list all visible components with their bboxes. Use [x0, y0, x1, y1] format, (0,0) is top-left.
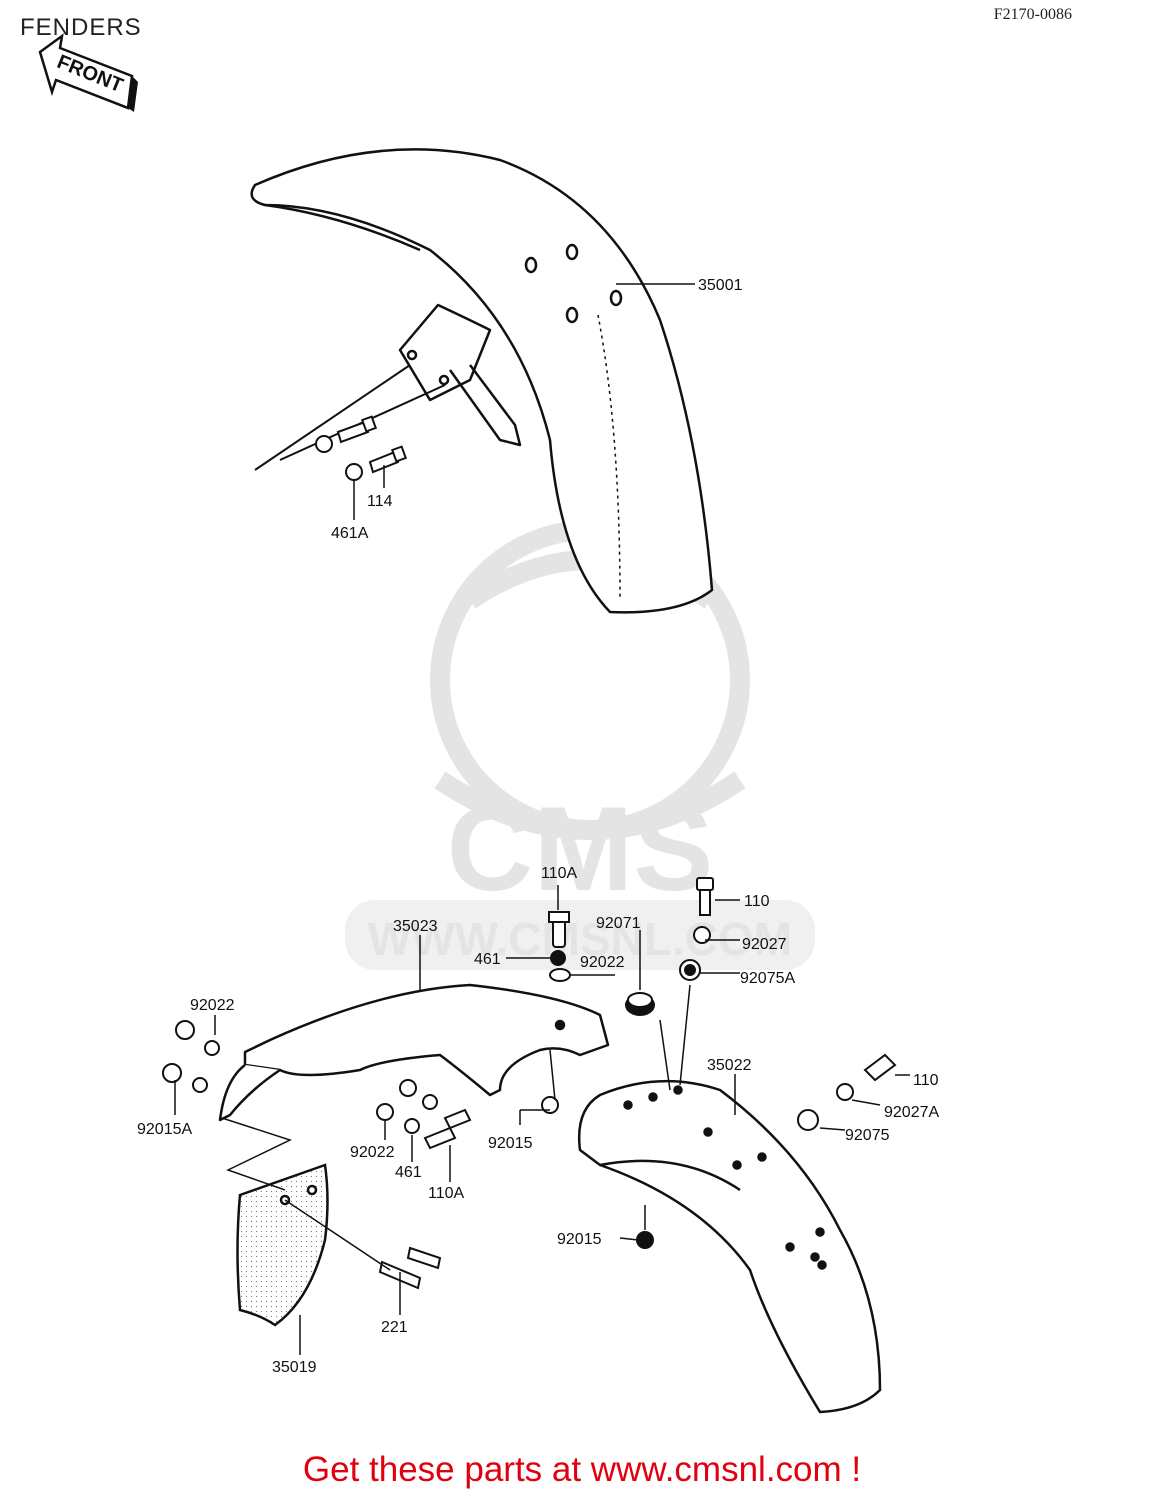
leader-lines	[174, 283, 910, 1355]
callout-110a-bottom: 110A	[428, 1185, 465, 1202]
callout-92015-center: 92015	[488, 1135, 533, 1152]
fender-hardware	[162, 877, 897, 1290]
callout-110-top: 110	[744, 893, 770, 910]
callout-92071: 92071	[596, 915, 641, 932]
callout-110-right: 110	[913, 1072, 939, 1089]
callout-110a-top: 110A	[541, 865, 578, 882]
callout-221: 221	[381, 1319, 408, 1336]
diagram-code: F2170-0086	[993, 6, 1072, 23]
mud-flap	[221, 1117, 329, 1327]
callout-92075a: 92075A	[740, 970, 795, 987]
watermark-band	[345, 900, 815, 970]
callout-35001: 35001	[698, 277, 743, 294]
callout-92015-bottom: 92015	[557, 1231, 602, 1248]
front-arrow-icon: FRONT	[38, 33, 138, 112]
inner-fender	[218, 983, 610, 1122]
callout-35022: 35022	[707, 1057, 752, 1074]
callout-92075: 92075	[845, 1127, 890, 1144]
watermark-url: WWW.CMSNL.COM	[368, 913, 792, 965]
cta-link[interactable]: Get these parts at www.cmsnl.com !	[302, 1450, 862, 1489]
callout-461-top: 461	[474, 951, 501, 968]
callout-92022-center: 92022	[580, 954, 625, 971]
callout-114: 114	[367, 493, 393, 510]
callout-92027a: 92027A	[884, 1104, 939, 1121]
callout-92022-left: 92022	[190, 997, 235, 1014]
front-fender	[250, 148, 714, 614]
rear-fender	[578, 1079, 882, 1414]
callout-92027: 92027	[742, 936, 787, 953]
callout-labels: 35001 114 461A 110A 110 35023 92071 9202…	[137, 277, 939, 1376]
callout-461-bottom: 461	[395, 1164, 422, 1181]
front-fender-bolts	[254, 364, 446, 481]
watermark-text: CMS	[447, 782, 714, 916]
callout-461a: 461A	[331, 525, 369, 542]
callout-35023: 35023	[393, 918, 438, 935]
callout-35019: 35019	[272, 1359, 317, 1376]
callout-92015a: 92015A	[137, 1121, 192, 1138]
callout-92022-bottom: 92022	[350, 1144, 395, 1161]
page-title: FENDERS	[20, 14, 142, 41]
